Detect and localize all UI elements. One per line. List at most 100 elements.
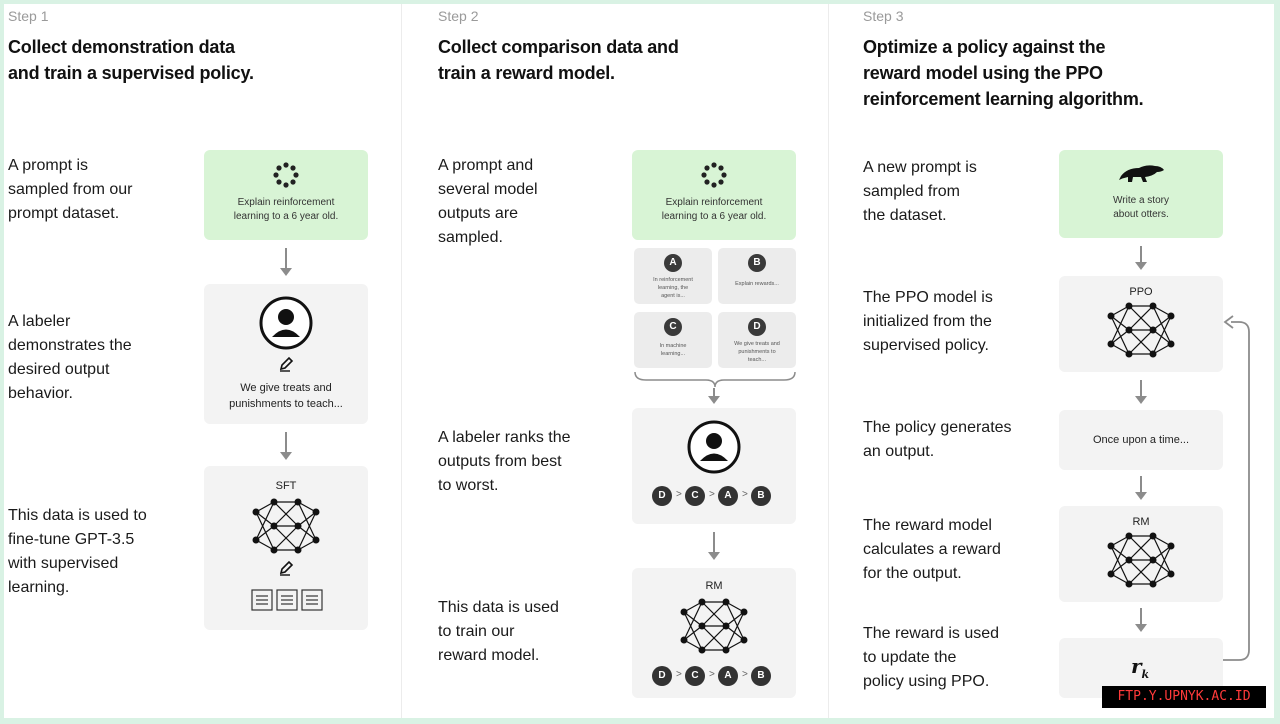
option-line: learning, the: [657, 285, 689, 291]
arrow-head: [708, 396, 720, 404]
cycle-icon: [273, 162, 299, 188]
ppo-label: PPO: [1129, 286, 1153, 298]
feedback-arrow: [1223, 315, 1250, 661]
arrow-head: [1135, 492, 1147, 500]
option-text: In machine learning...: [634, 342, 712, 358]
option-line: learning...: [660, 351, 686, 357]
reward-symbol-base: r: [1131, 654, 1142, 678]
neural-network-icon: [252, 498, 320, 554]
step-1-label: Step 1: [8, 8, 49, 24]
rank-badge: D: [652, 666, 672, 686]
step-1-title-line: and train a supervised policy.: [8, 63, 254, 83]
arrow-head: [1135, 624, 1147, 632]
desc-line: A new prompt is: [863, 159, 977, 176]
arrow: [1140, 476, 1142, 492]
step-3-title-line: Optimize a policy against the: [863, 37, 1106, 57]
neural-network-icon: [680, 598, 748, 654]
labeler-icon: [687, 420, 741, 474]
desc-line: an output.: [863, 443, 935, 460]
prompt-line: Write a story: [1113, 195, 1169, 206]
demo-line: We give treats and: [240, 382, 332, 394]
step-3-desc-generate: The policy generates an output.: [863, 416, 1012, 464]
desc-line: supervised policy.: [863, 337, 989, 354]
desc-line: sampled from: [863, 183, 960, 200]
prompt-text: Write a story about otters.: [1059, 194, 1223, 222]
prompt-text: Explain reinforcement learning to a 6 ye…: [632, 196, 796, 224]
step-1-prompt-box: Explain reinforcement learning to a 6 ye…: [204, 150, 368, 240]
desc-line: fine-tune GPT-3.5: [8, 531, 135, 548]
watermark: FTP.Y.UPNYK.AC.ID: [1102, 686, 1266, 708]
option-line: teach...: [747, 357, 767, 363]
output-option-b: B Explain rewards...: [718, 248, 796, 304]
output-option-a: A In reinforcement learning, the agent i…: [634, 248, 712, 304]
option-text: Explain rewards...: [718, 280, 796, 288]
rank-separator: >: [676, 669, 682, 680]
arrow: [1140, 380, 1142, 396]
rank-separator: >: [709, 489, 715, 500]
step-1-labeler-box: We give treats and punishments to teach.…: [204, 284, 368, 424]
reward-symbol: rk: [1131, 654, 1149, 681]
step-2-ranking-box: D > C > A > B: [632, 408, 796, 524]
step-1-title: Collect demonstration data and train a s…: [8, 34, 254, 86]
document-icon: [251, 589, 323, 611]
desc-line: A prompt and: [438, 157, 534, 174]
desc-line: This data is used to: [8, 507, 147, 524]
step-3-desc-prompt: A new prompt is sampled from the dataset…: [863, 156, 977, 228]
prompt-line: learning to a 6 year old.: [233, 211, 339, 222]
desc-line: calculates a reward: [863, 541, 1001, 558]
step-2-column: Step 2 Collect comparison data and train…: [401, 4, 828, 718]
prompt-line: Explain reinforcement: [665, 197, 763, 208]
desc-line: to worst.: [438, 477, 499, 494]
desc-line: several model: [438, 181, 538, 198]
step-1-desc-prompt: A prompt is sampled from our prompt data…: [8, 154, 133, 226]
step-1-title-line: Collect demonstration data: [8, 37, 235, 57]
desc-line: sampled from our: [8, 181, 133, 198]
step-3-output-box: Once upon a time...: [1059, 410, 1223, 470]
pencil-icon: [279, 560, 294, 576]
step-3-title-line: reinforcement learning algorithm.: [863, 89, 1144, 109]
arrow: [1140, 608, 1142, 624]
prompt-text: Explain reinforcement learning to a 6 ye…: [204, 196, 368, 224]
option-letter-badge: C: [664, 318, 682, 336]
step-3-column: Step 3 Optimize a policy against the rew…: [828, 4, 1275, 718]
desc-line: the dataset.: [863, 207, 947, 224]
step-3-desc-update: The reward is used to update the policy …: [863, 622, 999, 694]
desc-line: for the output.: [863, 565, 962, 582]
desc-line: prompt dataset.: [8, 205, 120, 222]
step-3-rm-box: RM: [1059, 506, 1223, 602]
rm-label: RM: [1132, 516, 1150, 528]
desc-line: behavior.: [8, 385, 73, 402]
output-option-d: D We give treats and punishments to teac…: [718, 312, 796, 368]
desc-line: policy using PPO.: [863, 673, 990, 690]
prompt-line: about otters.: [1113, 209, 1169, 220]
merge-bracket: [634, 371, 796, 388]
arrow-head: [280, 452, 292, 460]
desc-line: learning.: [8, 579, 70, 596]
prompt-line: Explain reinforcement: [237, 197, 335, 208]
rank-separator: >: [742, 669, 748, 680]
step-3-title-line: reward model using the PPO: [863, 63, 1103, 83]
arrow: [1140, 246, 1142, 262]
desc-line: outputs from best: [438, 453, 562, 470]
step-3-prompt-box: Write a story about otters.: [1059, 150, 1223, 238]
option-letter-badge: A: [664, 254, 682, 272]
cycle-icon: [701, 162, 727, 188]
arrow-head: [1135, 262, 1147, 270]
desc-line: A labeler: [8, 313, 71, 330]
rank-separator: >: [742, 489, 748, 500]
step-2-prompt-box: Explain reinforcement learning to a 6 ye…: [632, 150, 796, 240]
desc-line: A prompt is: [8, 157, 89, 174]
neural-network-icon: [1107, 532, 1175, 588]
arrow: [285, 432, 287, 452]
sft-label: SFT: [275, 480, 297, 492]
arrow-head: [1135, 396, 1147, 404]
desc-line: demonstrates the: [8, 337, 132, 354]
rank-separator: >: [709, 669, 715, 680]
option-line: In machine: [659, 343, 687, 349]
rm-label: RM: [705, 580, 723, 592]
step-3-title: Optimize a policy against the reward mod…: [863, 34, 1144, 112]
step-2-title-line: train a reward model.: [438, 63, 615, 83]
reward-symbol-subscript: k: [1141, 668, 1150, 681]
desc-line: This data is used: [438, 599, 559, 616]
